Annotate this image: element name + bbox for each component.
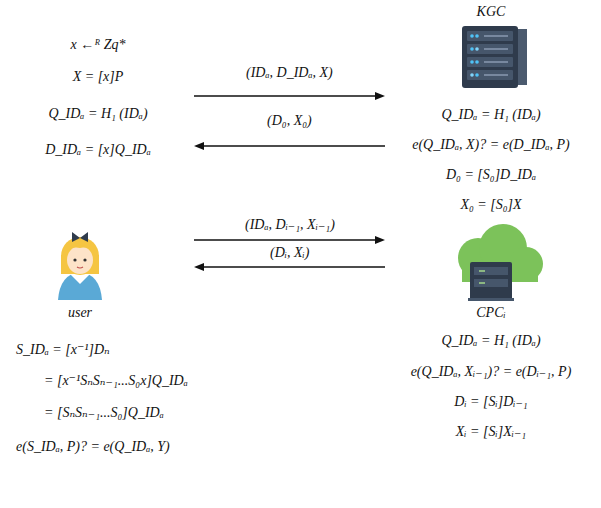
- equation: e(Q_IDₐ, X)? = e(D_IDₐ, P): [385, 136, 597, 154]
- message-label: (IDₐ, D_IDₐ, X): [243, 65, 336, 81]
- arrow-head: [194, 263, 204, 271]
- cloud-server-icon: [458, 224, 543, 301]
- arrow-line: [194, 95, 377, 96]
- equation: X₀ = [S₀]X: [385, 196, 597, 214]
- party-name: user: [30, 304, 130, 322]
- equation: S_IDₐ = [x⁻¹]Dₙ: [16, 341, 110, 359]
- party-name: KGC: [385, 3, 597, 21]
- user-figure: [58, 232, 102, 300]
- equation: D_IDₐ = [x]Q_IDₐ: [8, 141, 188, 159]
- equation: e(Q_IDₐ, Xᵢ₋₁)? = e(Dᵢ₋₁, P): [385, 363, 597, 381]
- party-name: CPCᵢ: [385, 304, 597, 322]
- message-label: (Dᵢ, Xᵢ): [267, 245, 312, 261]
- message-arrow: [194, 263, 385, 271]
- equation: Q_IDₐ = H₁ (IDₐ): [385, 332, 597, 350]
- user-column: x ←ᴿ Zq* X = [x]P Q_IDₐ = H₁ (IDₐ) D_IDₐ = …: [8, 5, 194, 500]
- equation: Dᵢ = [Sᵢ]Dᵢ₋₁: [385, 393, 597, 411]
- equation: X = [x]P: [8, 68, 188, 86]
- message-arrow: [194, 92, 385, 100]
- cpc-column: CPCᵢQ_IDₐ = H₁ (IDₐ) e(Q_IDₐ, Xᵢ₋₁)? = e(…: [385, 224, 597, 500]
- message-arrow: [194, 142, 385, 150]
- kgc-column: KGC Q_IDₐ = H₁ (IDₐ) e(Q_IDₐ, X)? = e(D_ID…: [385, 2, 597, 217]
- server-rack-icon: [462, 26, 527, 88]
- arrow-head: [194, 142, 204, 150]
- equation: = [x⁻¹SₙSₙ₋₁...S₀x]Q_IDₐ: [44, 372, 188, 390]
- message-arrow: [194, 236, 385, 244]
- equation: Xᵢ = [Sᵢ]Xᵢ₋₁: [385, 423, 597, 441]
- arrow-head: [375, 236, 385, 244]
- equation: Q_IDₐ = H₁ (IDₐ): [8, 105, 188, 123]
- equation: = [SₙSₙ₋₁...S₀]Q_IDₐ: [44, 404, 164, 422]
- arrow-line: [202, 266, 385, 267]
- equation: Q_IDₐ = H₁ (IDₐ): [385, 106, 597, 124]
- equation: x ←ᴿ Zq*: [8, 36, 188, 54]
- arrow-line: [194, 239, 377, 240]
- message-label: (IDₐ, Dᵢ₋₁, Xᵢ₋₁): [242, 217, 338, 233]
- equation: D₀ = [S₀]D_IDₐ: [385, 166, 597, 184]
- arrow-head: [375, 92, 385, 100]
- message-label: (D₀, X₀): [264, 113, 315, 129]
- arrow-line: [202, 145, 385, 146]
- equation: e(S_IDₐ, P)? = e(Q_IDₐ, Y): [16, 438, 170, 456]
